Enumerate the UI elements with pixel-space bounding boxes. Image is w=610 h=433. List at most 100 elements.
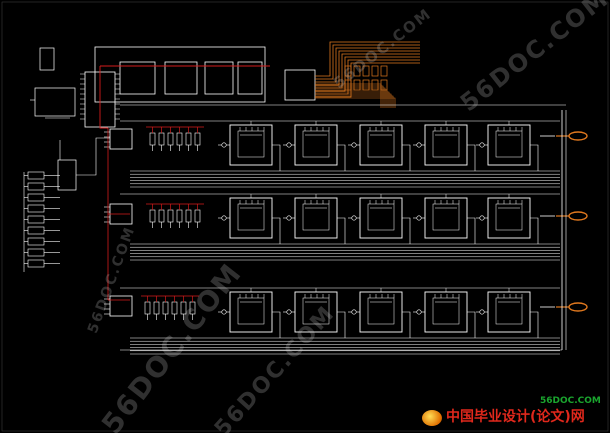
resistor: [149, 209, 156, 223]
orange-resistor: [362, 79, 370, 91]
wire: [337, 311, 346, 338]
crystal: [39, 47, 55, 71]
resistor: [176, 209, 183, 223]
resistor: [185, 132, 192, 146]
orange-bus: [315, 97, 396, 108]
transistor-symbol: [416, 215, 422, 221]
flip-flop-core: [495, 297, 523, 325]
keypad-switch: [27, 204, 45, 213]
orange-bus: [315, 50, 420, 86]
flip-flop-core: [302, 203, 330, 231]
resistor: [167, 132, 174, 146]
keypad-switch: [27, 259, 45, 268]
logo-text: 中国毕业设计(论文)网: [446, 409, 585, 425]
coin-logo-icon: [422, 410, 442, 426]
wire: [272, 144, 281, 171]
flip-flop-core: [495, 130, 523, 158]
transistor-symbol: [479, 142, 485, 148]
resistor: [158, 132, 165, 146]
flip-flop-core: [302, 297, 330, 325]
transistor-symbol: [351, 309, 357, 315]
counter-ic: [204, 61, 234, 95]
wire: [76, 137, 110, 176]
wire: [272, 217, 281, 244]
resistor: [194, 209, 201, 223]
orange-bus: [315, 89, 388, 108]
wire: [530, 144, 539, 171]
orange-resistor: [353, 65, 361, 77]
keypad-switch: [27, 171, 45, 180]
resistor: [171, 301, 178, 315]
counter-ic: [237, 61, 263, 95]
transistor-symbol: [351, 215, 357, 221]
flip-flop-core: [367, 203, 395, 231]
flip-flop-core: [237, 297, 265, 325]
orange-bus: [315, 83, 382, 108]
orange-bus: [315, 47, 420, 83]
keypad-switch: [27, 215, 45, 224]
orange-bus: [315, 87, 386, 108]
transistor-symbol: [416, 142, 422, 148]
transistor-symbol: [221, 142, 227, 148]
resistor: [153, 301, 160, 315]
transistor-symbol: [479, 215, 485, 221]
wire: [272, 311, 281, 338]
flip-flop-core: [367, 297, 395, 325]
counter-ic: [119, 61, 156, 95]
wire: [402, 217, 411, 244]
transistor-symbol: [416, 309, 422, 315]
flip-flop-core: [432, 203, 460, 231]
interface-ic: [109, 128, 133, 150]
site-logo: 56DOC.COM 中国毕业设计(论文)网: [412, 394, 608, 432]
decoder-ic: [57, 159, 77, 191]
wire: [337, 144, 346, 171]
resistor: [194, 132, 201, 146]
resistor: [176, 132, 183, 146]
flip-flop-core: [302, 130, 330, 158]
orange-bus: [315, 91, 390, 108]
wire: [467, 217, 476, 244]
controller-frame: [94, 46, 266, 103]
orange-resistor: [371, 79, 379, 91]
resistor: [144, 301, 151, 315]
resistor: [167, 209, 174, 223]
orange-resistor: [362, 65, 370, 77]
orange-resistor: [371, 65, 379, 77]
red-bus: [99, 66, 108, 129]
flip-flop-core: [432, 297, 460, 325]
transistor-symbol: [221, 215, 227, 221]
keypad-switch: [27, 248, 45, 257]
orange-bus: [315, 85, 384, 108]
wire: [467, 311, 476, 338]
flip-flop-core: [237, 130, 265, 158]
transistor-symbol: [286, 142, 292, 148]
transistor-symbol: [286, 215, 292, 221]
flip-flop-core: [432, 130, 460, 158]
ellipse-connector-icon: [568, 131, 588, 141]
logo-domain: 56DOC.COM: [540, 396, 601, 406]
interface-ic: [109, 295, 133, 317]
orange-bus: [315, 41, 420, 77]
flip-flop-core: [367, 130, 395, 158]
wire: [337, 217, 346, 244]
resistor: [185, 209, 192, 223]
keypad-switch: [27, 193, 45, 202]
transistor-symbol: [479, 309, 485, 315]
resistor: [158, 209, 165, 223]
transistor-symbol: [286, 309, 292, 315]
keypad-switch: [27, 226, 45, 235]
flip-flop-core: [495, 203, 523, 231]
ellipse-connector-icon: [568, 211, 588, 221]
latch-ic: [284, 69, 316, 101]
resistor: [162, 301, 169, 315]
orange-bus: [315, 44, 420, 80]
orange-resistor: [344, 65, 352, 77]
counter-ic: [164, 61, 198, 95]
resistor: [149, 132, 156, 146]
ellipse-connector-icon: [568, 302, 588, 312]
orange-resistor: [380, 79, 388, 91]
orange-bus: [315, 95, 394, 108]
